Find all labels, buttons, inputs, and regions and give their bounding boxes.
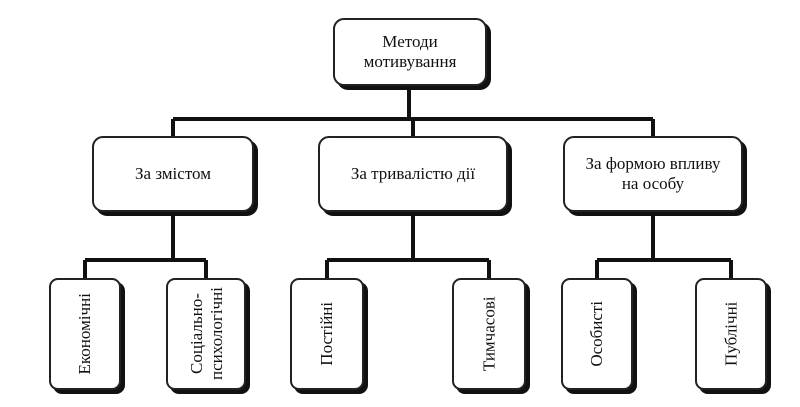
leaf-label: Соціально- психологічні	[186, 287, 226, 381]
leaf-label: Особисті	[587, 301, 607, 367]
leaf-node-public: Публічні	[695, 278, 767, 390]
category-node-form: За формою впливу на особу	[563, 136, 743, 212]
leaf-label: Публічні	[721, 301, 741, 367]
leaf-label: Економічні	[75, 293, 95, 375]
category-node-duration: За тривалістю дії	[318, 136, 508, 212]
leaf-label: Постійні	[317, 302, 337, 366]
category-label: За тривалістю дії	[350, 163, 476, 183]
category-label: За формою впливу на особу	[585, 153, 721, 193]
leaf-node-personal: Особисті	[561, 278, 633, 390]
category-node-content: За змістом	[92, 136, 254, 212]
category-label: За змістом	[135, 163, 211, 183]
root-label: Методи мотивування	[363, 31, 457, 71]
leaf-node-socio-psychological: Соціально- психологічні	[166, 278, 246, 390]
root-node: Методи мотивування	[333, 18, 487, 86]
leaf-label: Тимчасові	[479, 296, 499, 372]
leaf-node-economic: Економічні	[49, 278, 121, 390]
leaf-node-permanent: Постійні	[290, 278, 364, 390]
leaf-node-temporary: Тимчасові	[452, 278, 526, 390]
